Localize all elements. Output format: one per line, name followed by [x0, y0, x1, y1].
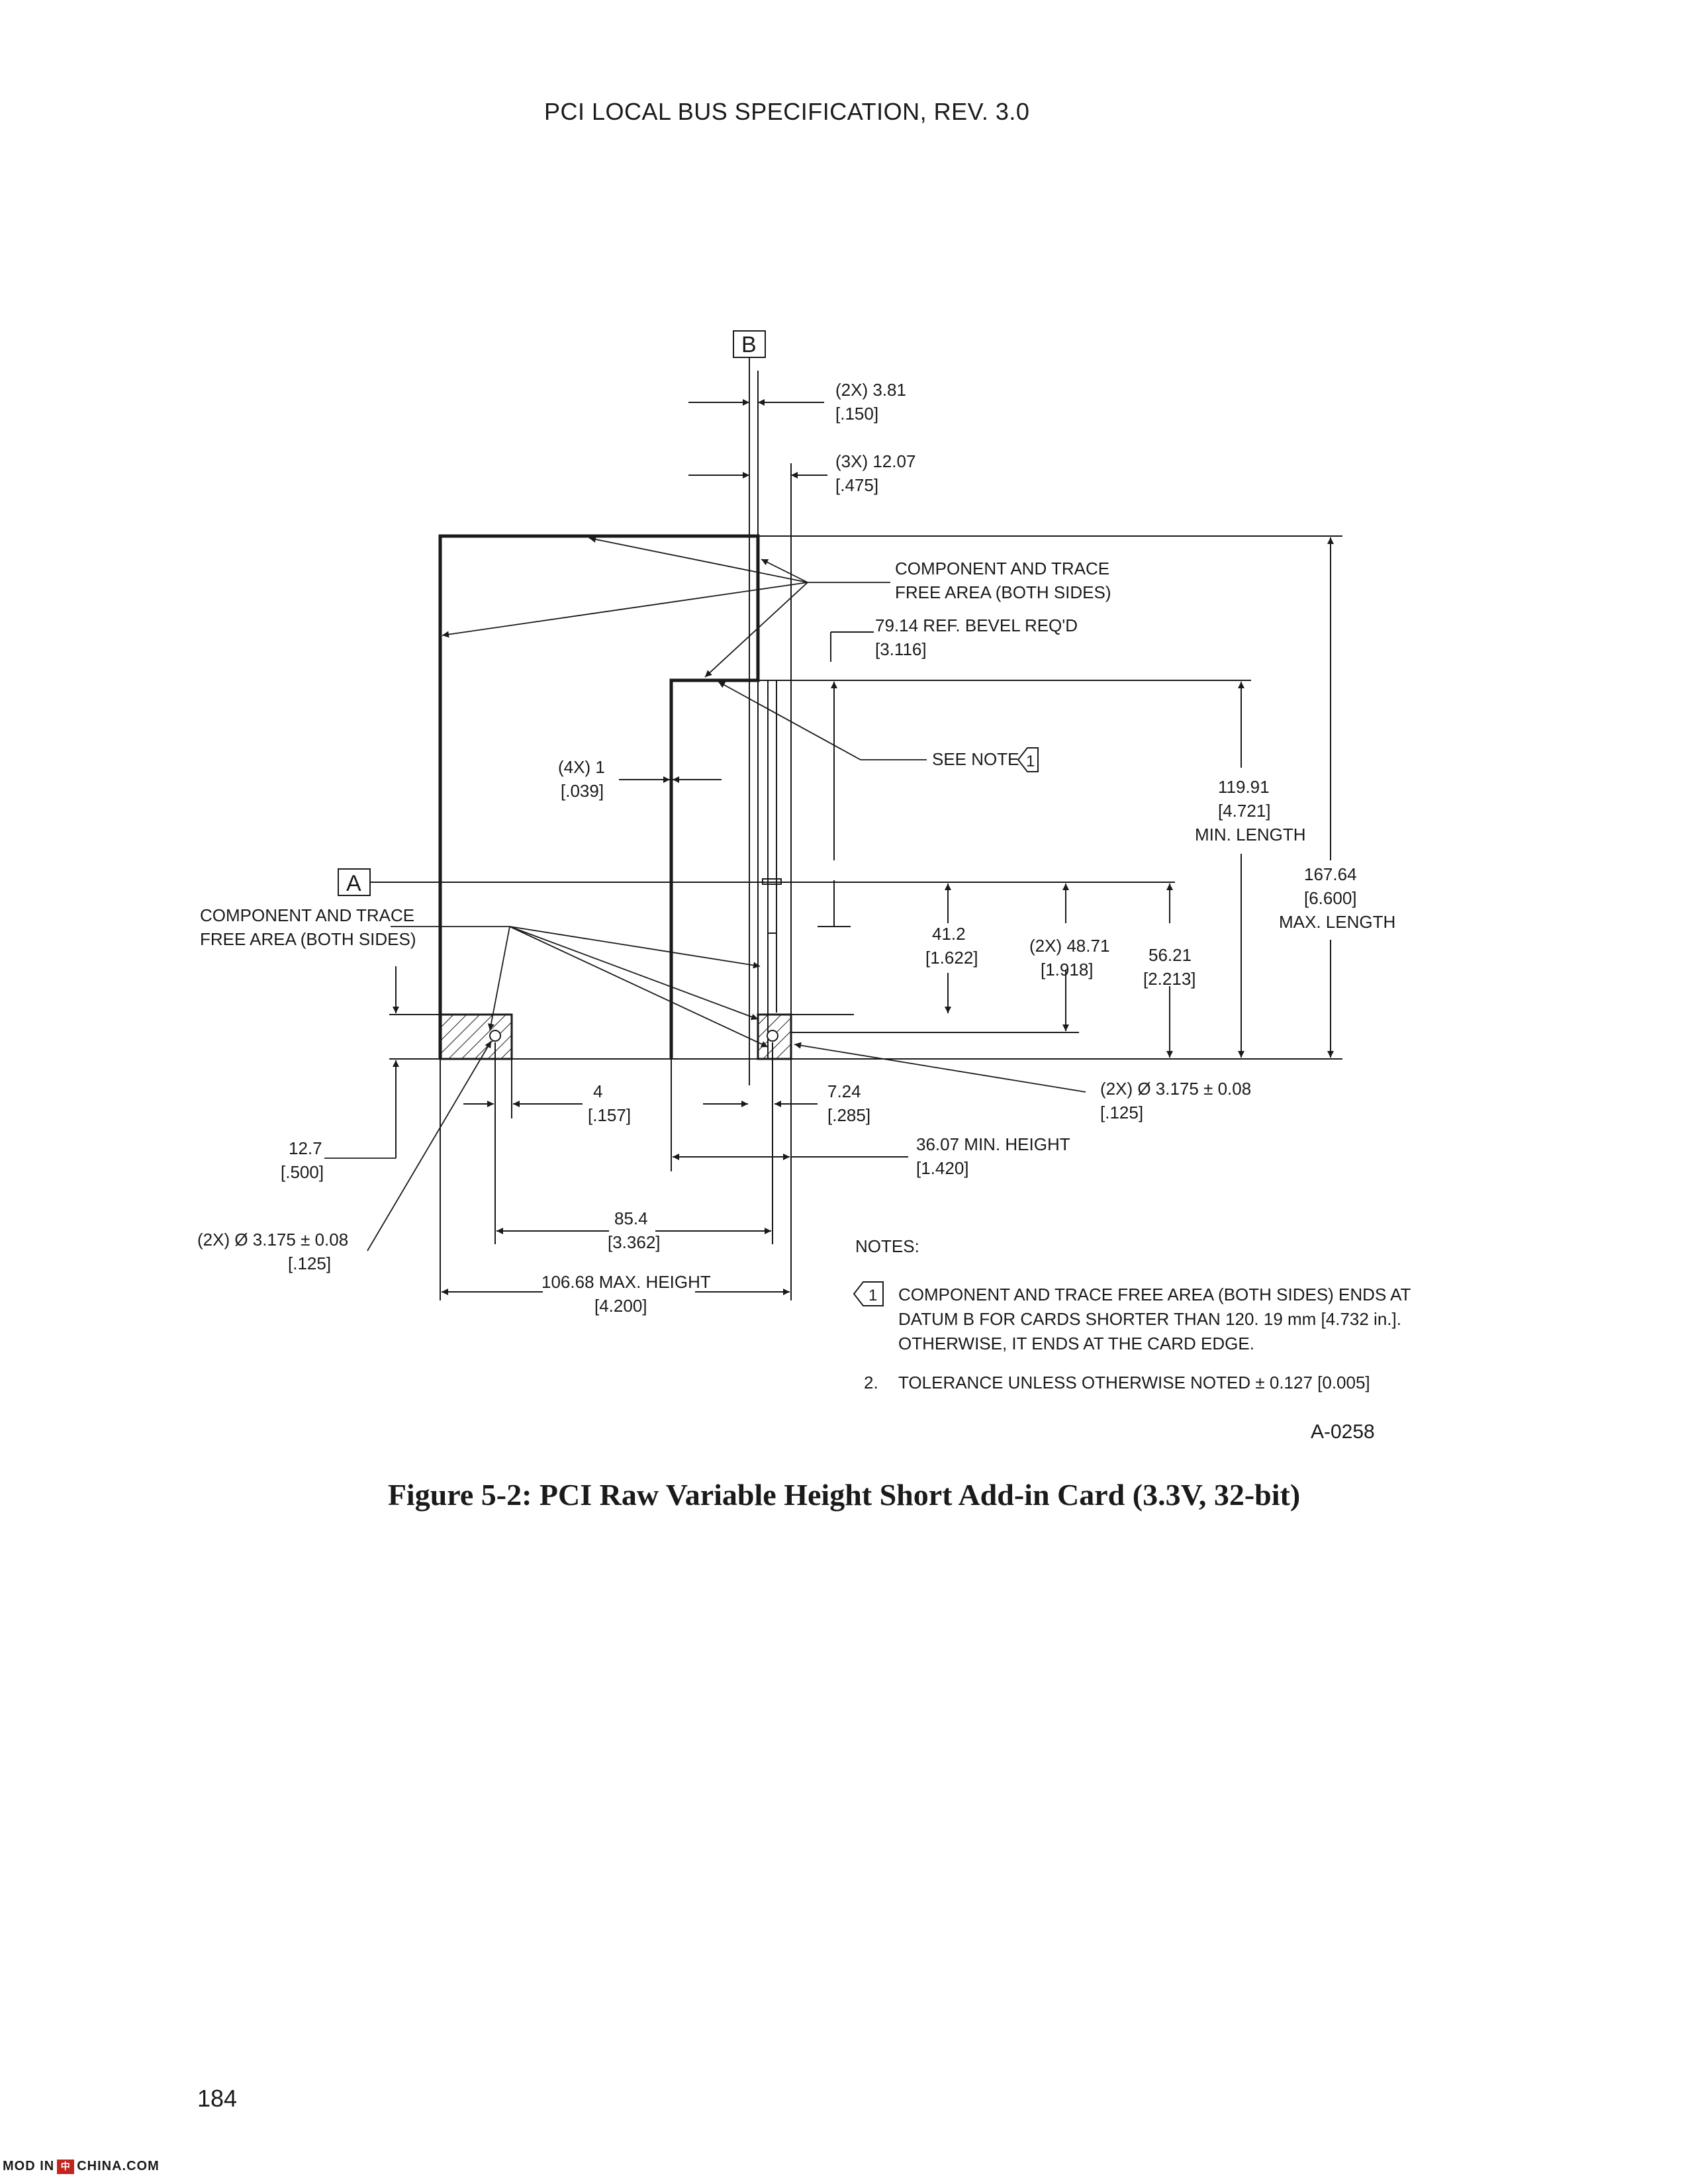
note-1-line-3: OTHERWISE, IT ENDS AT THE CARD EDGE. [898, 1334, 1254, 1353]
page-header: PCI LOCAL BUS SPECIFICATION, REV. 3.0 [544, 98, 1030, 125]
dim-48-71-inch: [1.918] [1041, 960, 1094, 979]
dim-85-4: 85.4 [614, 1208, 648, 1228]
dim-56-21-inch: [2.213] [1143, 969, 1196, 989]
note-2: TOLERANCE UNLESS OTHERWISE NOTED ± 0.127… [898, 1373, 1370, 1392]
figure-id: A-0258 [1311, 1421, 1375, 1443]
note-2-number: 2. [864, 1373, 878, 1392]
dim-41-2-inch: [1.622] [925, 948, 978, 968]
datum-b-label: B [741, 332, 757, 357]
component-free-area-top: COMPONENT AND TRACE [895, 559, 1109, 578]
hole-left [489, 1030, 501, 1042]
dim-12-07-inch: [.475] [835, 475, 878, 495]
hatched-area-right [757, 1013, 792, 1060]
dim-119-91: 119.91 [1218, 777, 1270, 797]
dim-167-64-note: MAX. LENGTH [1279, 912, 1395, 932]
svg-text:1: 1 [868, 1287, 877, 1304]
datum-a-label: A [346, 871, 361, 896]
dim-12-07: (3X) 12.07 [835, 451, 915, 471]
dim-167-64: 167.64 [1304, 864, 1357, 884]
watermark-left: MOD IN [3, 2159, 55, 2173]
note-1-line-2: DATUM B FOR CARDS SHORTER THAN 120. 19 m… [898, 1309, 1401, 1329]
note-marker-see-note [1017, 747, 1039, 772]
dim-119-91-note: MIN. LENGTH [1195, 825, 1306, 844]
component-free-area-top-2: FREE AREA (BOTH SIDES) [895, 582, 1111, 602]
dim-hole-right: (2X) Ø 3.175 ± 0.08 [1100, 1079, 1251, 1099]
figure-caption: Figure 5-2: PCI Raw Variable Height Shor… [387, 1478, 1301, 1512]
dim-12-7: 12.7 [289, 1138, 322, 1158]
dim-106-68-inch: [4.200] [594, 1296, 647, 1316]
watermark-right: CHINA.COM [77, 2159, 160, 2173]
dim-1-inch: [.039] [561, 781, 604, 801]
dim-36-07: 36.07 MIN. HEIGHT [916, 1134, 1070, 1154]
hole-right [767, 1030, 778, 1042]
dim-79-14: 79.14 REF. BEVEL REQ'D [875, 615, 1078, 635]
dim-1: (4X) 1 [558, 757, 605, 777]
component-free-area-left: COMPONENT AND TRACE [200, 905, 414, 925]
dim-36-07-inch: [1.420] [916, 1158, 969, 1178]
dim-3-81-inch: [.150] [835, 404, 878, 424]
dim-hole-left: (2X) Ø 3.175 ± 0.08 [197, 1230, 348, 1250]
dim-79-14-inch: [3.116] [875, 639, 927, 659]
dim-hole-right-inch: [.125] [1100, 1103, 1143, 1122]
dim-167-64-inch: [6.600] [1304, 888, 1357, 908]
dim-85-4-inch: [3.362] [608, 1232, 661, 1252]
note-marker-1 [853, 1281, 884, 1306]
dim-12-7-inch: [.500] [281, 1162, 324, 1182]
dim-hole-left-inch: [.125] [288, 1253, 331, 1273]
component-free-area-left-2: FREE AREA (BOTH SIDES) [200, 929, 416, 949]
see-note-label: SEE NOTE [932, 749, 1019, 769]
dim-56-21: 56.21 [1149, 945, 1192, 965]
dim-4-inch: [.157] [588, 1105, 631, 1125]
dim-7-24-inch: [.285] [827, 1105, 870, 1125]
watermark-logo-icon: 中 [57, 2159, 75, 2174]
svg-text:1: 1 [1026, 752, 1035, 770]
note-1-line-1: COMPONENT AND TRACE FREE AREA (BOTH SIDE… [898, 1285, 1411, 1304]
notes-title: NOTES: [855, 1236, 919, 1256]
dim-48-71: (2X) 48.71 [1029, 936, 1109, 956]
dim-4: 4 [593, 1081, 602, 1101]
page-number: 184 [197, 2085, 238, 2112]
dim-3-81: (2X) 3.81 [835, 380, 906, 400]
dim-41-2: 41.2 [932, 924, 966, 944]
dim-119-91-inch: [4.721] [1218, 801, 1271, 821]
dim-106-68: 106.68 MAX. HEIGHT [541, 1272, 711, 1292]
dim-7-24: 7.24 [827, 1081, 861, 1101]
